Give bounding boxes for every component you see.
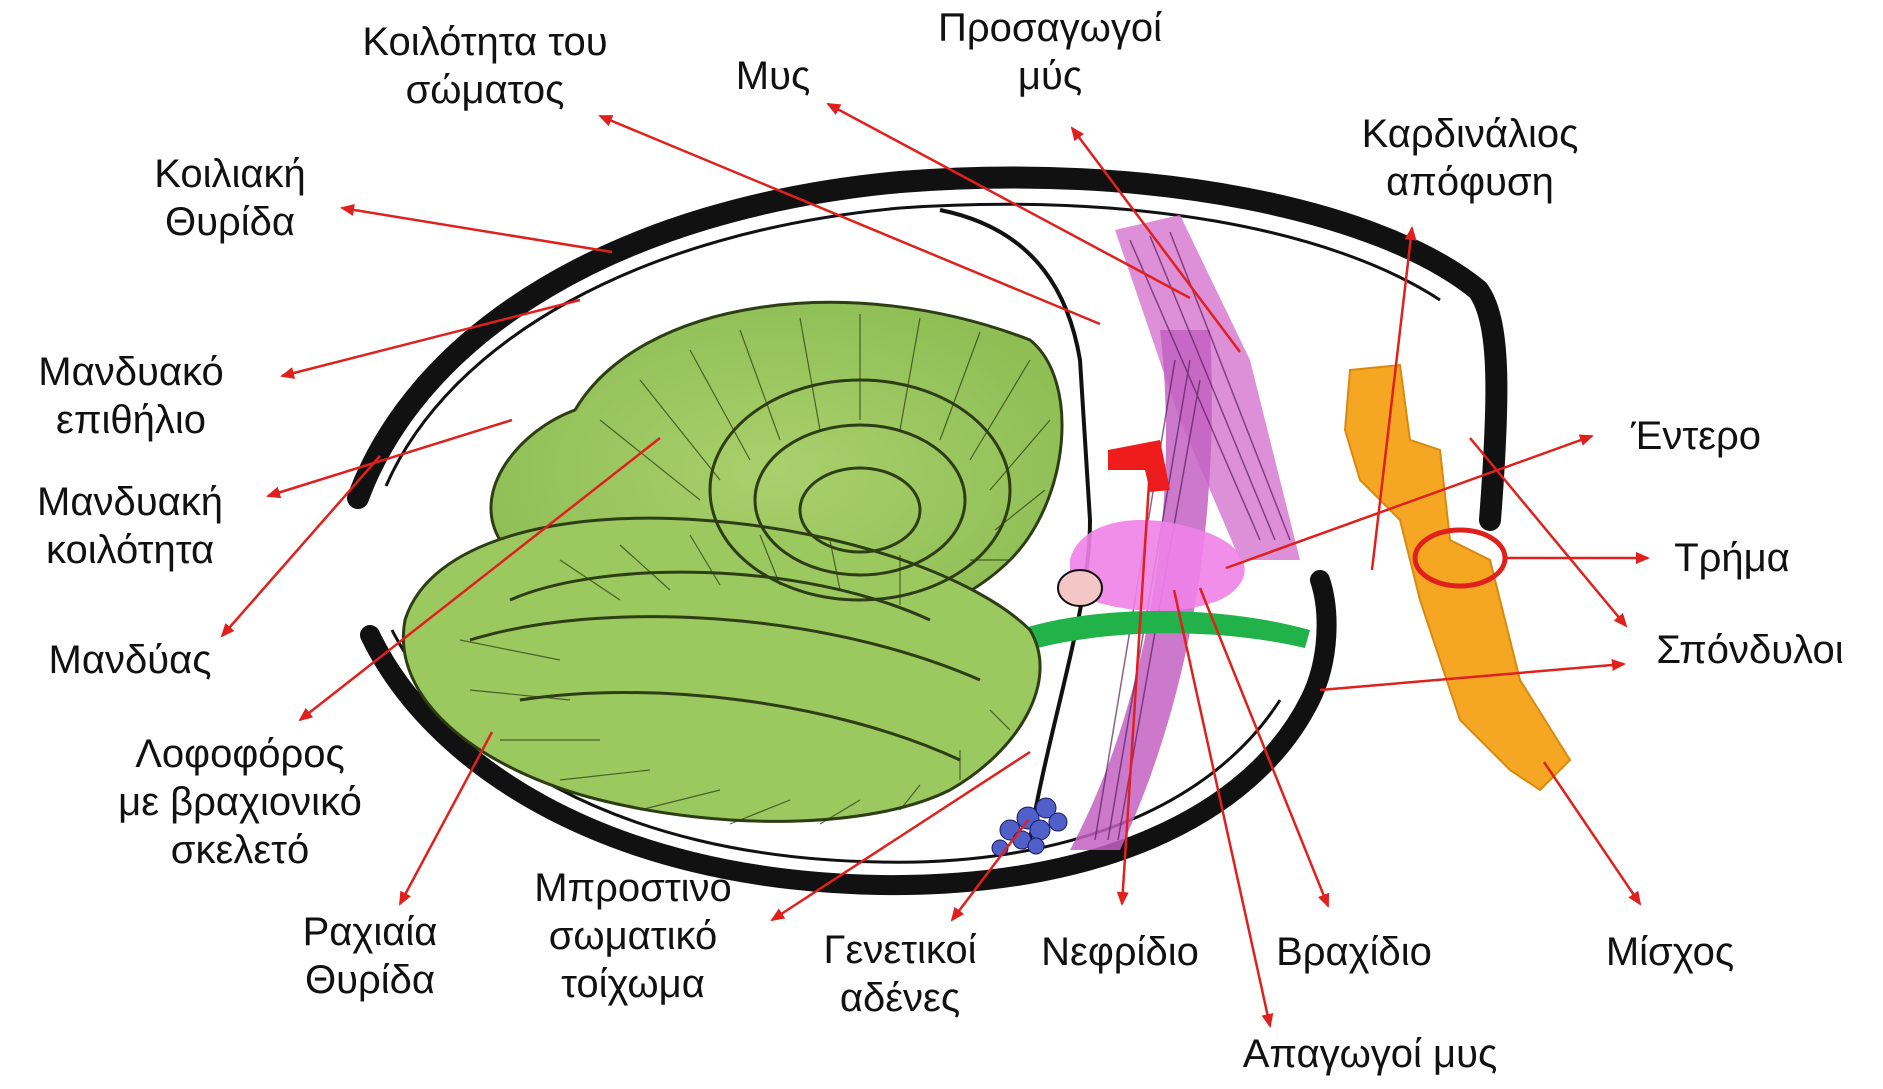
arrow-mischos	[1544, 762, 1640, 904]
label-lofoforos: Λοφοφόρος με βραχιονικό σκελετό	[80, 730, 400, 874]
label-kardinalios: Καρδινάλιος απόφυση	[1325, 110, 1615, 206]
label-prosagogoi: Προσαγωγοί μύς	[910, 4, 1190, 100]
label-brostino: Μπροστινό σωματικό τοίχωμα	[498, 864, 768, 1008]
arrow-mys	[828, 104, 1190, 298]
label-genetikoi: Γενετικοί αδένες	[790, 926, 1010, 1022]
label-koilotita-somatos: Κοιλότητα του σώματος	[330, 18, 640, 114]
label-mys: Μυς	[718, 52, 828, 100]
nephridium	[1108, 440, 1170, 492]
gonads	[992, 798, 1067, 856]
label-entero: Έντερο	[1596, 412, 1796, 460]
label-mischos: Μίσχος	[1580, 928, 1760, 976]
label-vrachidio: Βραχίδιο	[1254, 928, 1454, 976]
arrow-koiliaki-thyrida	[342, 208, 612, 252]
label-nefridio: Νεφρίδιο	[1010, 928, 1230, 976]
label-trima: Τρήμα	[1652, 534, 1812, 582]
label-spondyloi: Σπόνδυλοι	[1630, 626, 1870, 674]
label-koiliaki-thyrida: Κοιλιακή Θυρίδα	[120, 150, 340, 246]
mouth-ring	[1058, 570, 1102, 606]
pedicle	[1345, 365, 1570, 790]
label-mandyaki-koilotita: Μανδυακή κοιλότητα	[4, 478, 256, 574]
label-mandyako-epithilio: Μανδυακό επιθήλιο	[8, 348, 254, 444]
label-rachiaia-thyrida: Ραχιαία Θυρίδα	[260, 908, 480, 1004]
arrow-rachiaia-thyrida	[400, 732, 492, 904]
label-mandyas: Μανδύας	[20, 636, 240, 684]
label-apagogoi: Απαγωγοί μυς	[1200, 1030, 1540, 1078]
